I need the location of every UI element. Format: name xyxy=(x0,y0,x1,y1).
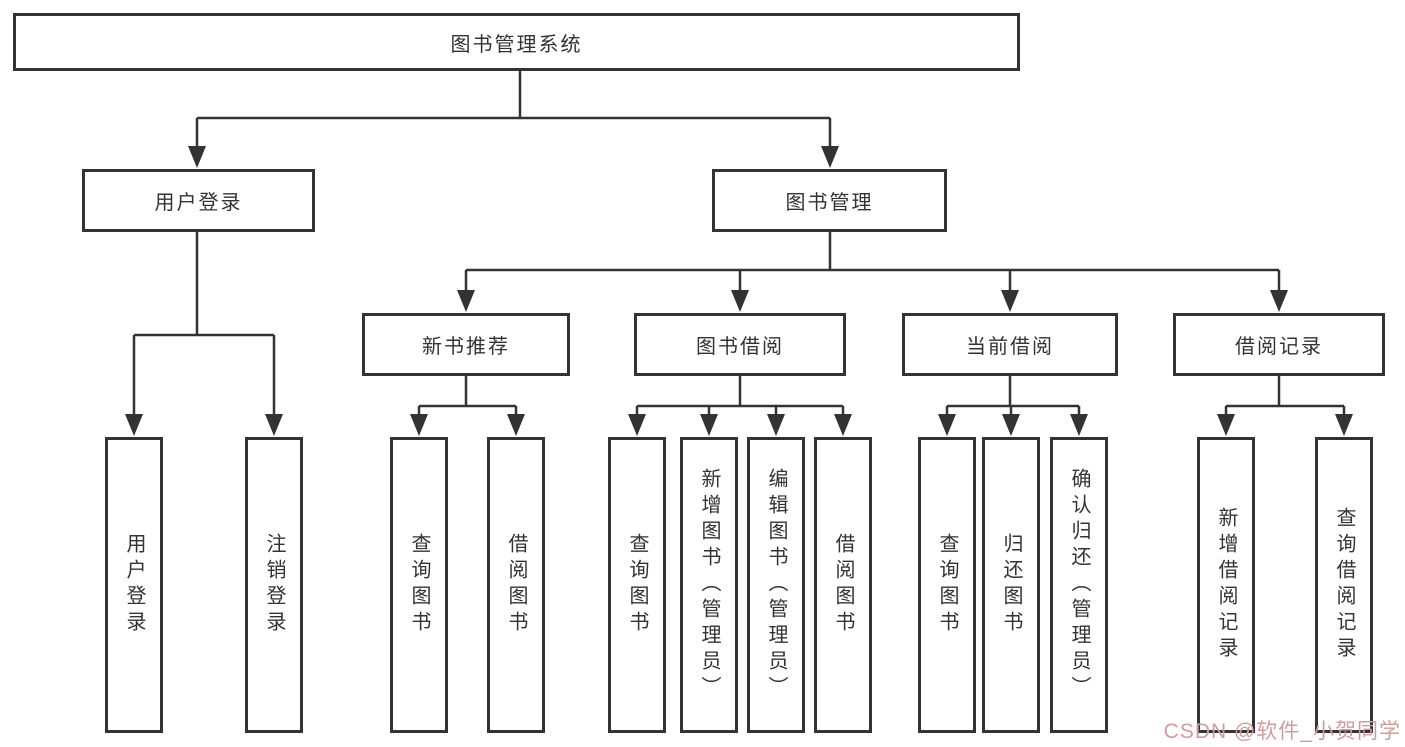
node-label: 确认归还（管理员） xyxy=(1068,468,1090,702)
node-current-borrowing: 当前借阅 xyxy=(902,313,1118,376)
arrowheads xyxy=(125,146,1353,436)
node-label: 图书借阅 xyxy=(696,336,784,358)
leaf-query-borrow-record: 查询借阅记录 xyxy=(1315,437,1373,733)
node-label: 借阅记录 xyxy=(1235,336,1323,358)
leaf-confirm-return-admin: 确认归还（管理员） xyxy=(1050,437,1108,733)
node-label: 借阅图书 xyxy=(505,533,527,637)
node-label: 借阅图书 xyxy=(832,533,854,637)
node-label: 查询图书 xyxy=(408,533,430,637)
leaf-borrow-books-recommend: 借阅图书 xyxy=(487,437,545,733)
node-label: 新增图书（管理员） xyxy=(698,468,720,702)
node-label: 编辑图书（管理员） xyxy=(765,468,787,702)
node-label: 查询图书 xyxy=(626,533,648,637)
node-label: 用户登录 xyxy=(123,533,145,637)
leaf-query-books-borrowing: 查询图书 xyxy=(608,437,666,733)
leaf-query-books-recommend: 查询图书 xyxy=(390,437,448,733)
node-label: 新增借阅记录 xyxy=(1215,507,1237,663)
node-label: 新书推荐 xyxy=(422,336,510,358)
node-library-management-system: 图书管理系统 xyxy=(13,13,1020,71)
leaf-edit-books-admin: 编辑图书（管理员） xyxy=(747,437,805,733)
leaf-logout: 注销登录 xyxy=(245,437,303,733)
node-label: 查询图书 xyxy=(936,533,958,637)
csdn-watermark: CSDN @软件_小贺同学 xyxy=(1163,720,1401,743)
leaf-add-borrow-record: 新增借阅记录 xyxy=(1197,437,1255,733)
node-label: 当前借阅 xyxy=(966,336,1054,358)
node-new-book-recommendation: 新书推荐 xyxy=(362,313,570,376)
leaf-user-login: 用户登录 xyxy=(105,437,163,733)
node-label: 查询借阅记录 xyxy=(1333,507,1355,663)
leaf-add-books-admin: 新增图书（管理员） xyxy=(680,437,738,733)
node-book-borrowing: 图书借阅 xyxy=(634,313,846,376)
leaf-borrow-books-borrowing: 借阅图书 xyxy=(814,437,872,733)
node-label: 归还图书 xyxy=(1000,533,1022,637)
node-book-management: 图书管理 xyxy=(712,169,947,232)
node-label: 用户登录 xyxy=(154,192,243,214)
node-label: 图书管理系统 xyxy=(450,33,583,56)
leaf-query-books-current: 查询图书 xyxy=(918,437,976,733)
node-label: 图书管理 xyxy=(785,192,874,214)
node-borrowing-records: 借阅记录 xyxy=(1173,313,1385,376)
node-user-login: 用户登录 xyxy=(82,169,315,232)
node-label: 注销登录 xyxy=(263,533,285,637)
leaf-return-books: 归还图书 xyxy=(982,437,1040,733)
